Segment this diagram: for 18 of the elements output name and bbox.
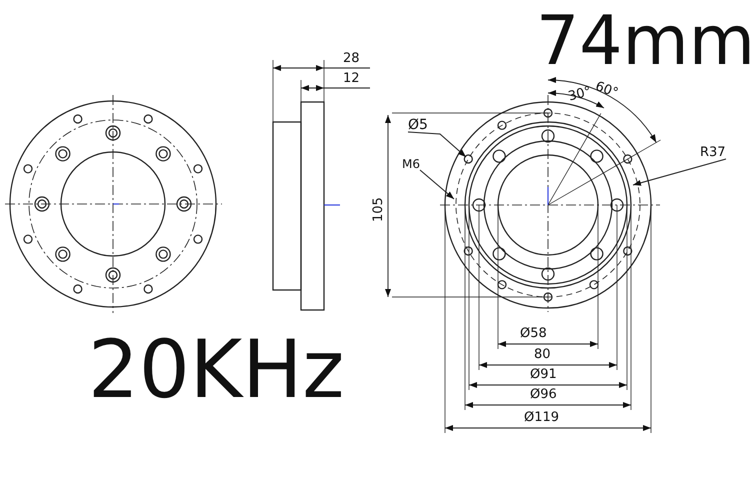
dimension-value: Ø91 — [530, 368, 557, 381]
callout-label: Ø5 — [408, 118, 428, 132]
leader-line — [632, 158, 726, 186]
leader-line — [408, 132, 466, 158]
dimension-value: Ø96 — [530, 388, 557, 401]
dimension-value: 105 — [372, 197, 385, 222]
dimension-value: Ø58 — [520, 327, 547, 340]
dimension-value: 12 — [343, 72, 360, 85]
callout-label: M6 — [402, 158, 420, 170]
callout-label: R37 — [700, 146, 726, 159]
size-label: 74mm — [536, 8, 750, 76]
angle-value: 60° — [594, 80, 620, 100]
dimension-value: 80 — [534, 348, 551, 361]
frequency-label: 20KHz — [88, 330, 344, 410]
leader-line — [420, 170, 454, 200]
dimension-value: 28 — [343, 52, 360, 65]
dimension-value: Ø119 — [524, 411, 560, 424]
angle-value: 30° — [567, 85, 593, 104]
